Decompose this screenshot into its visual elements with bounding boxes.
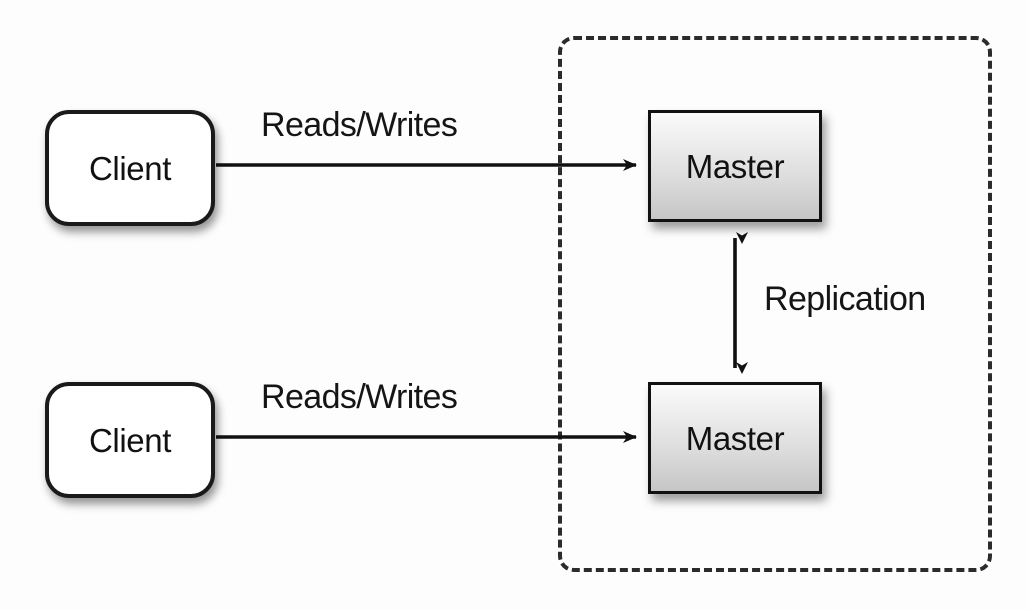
node-client-bottom[interactable]: Client xyxy=(45,382,215,498)
node-client-top[interactable]: Client xyxy=(45,110,215,226)
edge-label-replication: Replication xyxy=(764,280,926,318)
edge-label-reads-writes-top: Reads/Writes xyxy=(261,106,458,144)
node-master-top[interactable]: Master xyxy=(648,110,822,222)
node-master-bottom-label: Master xyxy=(685,419,785,457)
node-client-bottom-label: Client xyxy=(89,421,171,459)
node-master-top-label: Master xyxy=(685,147,785,185)
node-master-bottom[interactable]: Master xyxy=(648,382,822,494)
edge-label-reads-writes-bottom: Reads/Writes xyxy=(261,378,458,416)
node-client-top-label: Client xyxy=(89,149,171,187)
